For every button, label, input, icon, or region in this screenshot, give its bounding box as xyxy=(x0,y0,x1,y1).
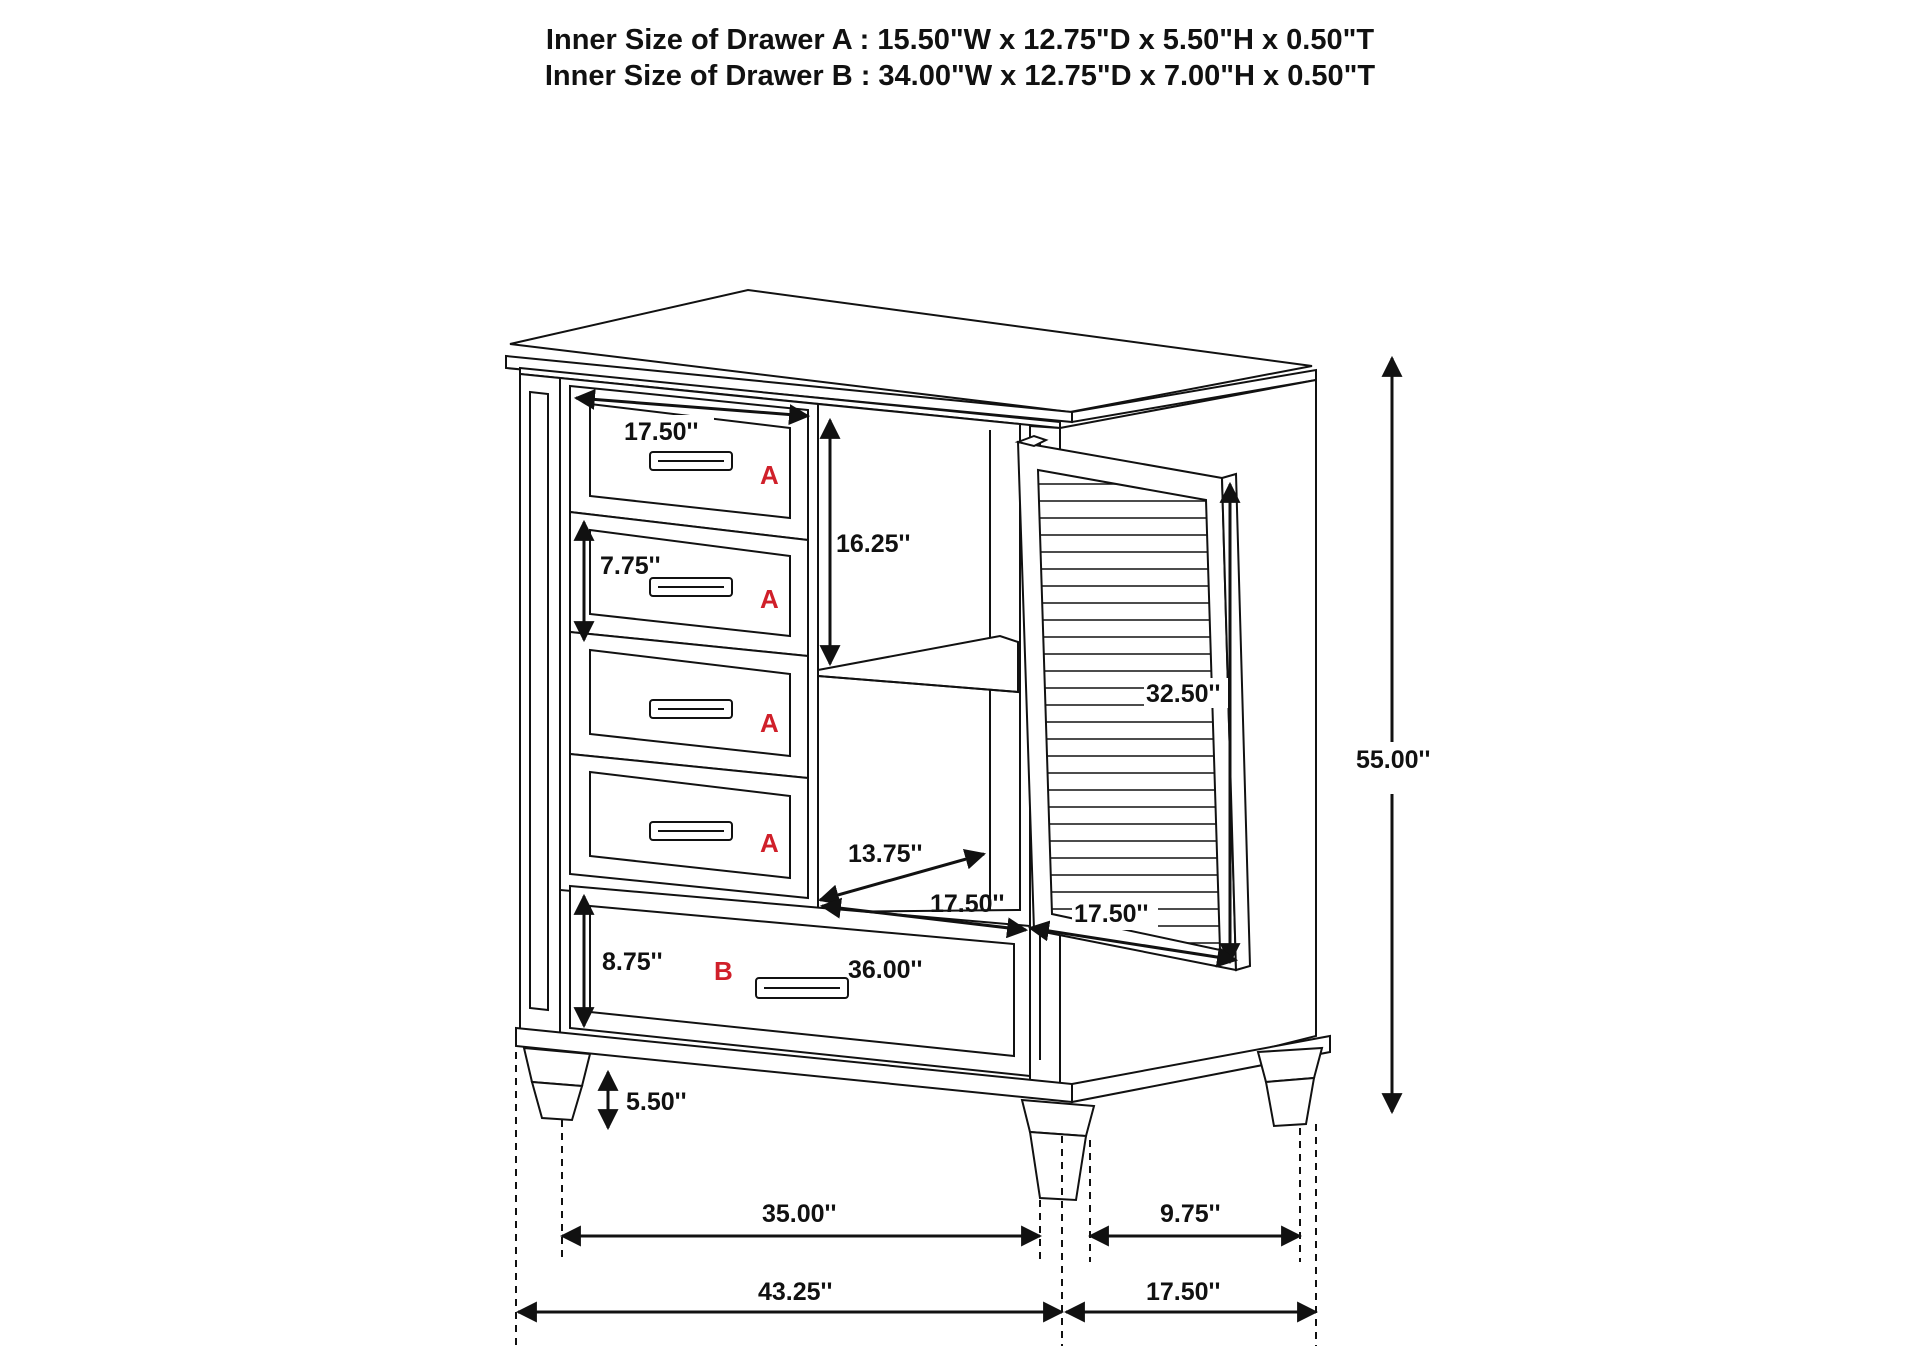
drawer-a-inner-size: Inner Size of Drawer A : 15.50"W x 12.75… xyxy=(545,24,1375,56)
drawer-a-2-label: A xyxy=(760,584,779,614)
drawer-width-label: 17.50'' xyxy=(624,418,698,446)
drawer-b-label: B xyxy=(714,956,733,986)
inner-width-label: 35.00'' xyxy=(762,1200,836,1228)
drawer-size-header: Inner Size of Drawer A : 15.50"W x 12.75… xyxy=(0,22,1920,94)
dimension-text: 17.50'' 16.25'' 7.75'' 32.50'' 55.00'' 1… xyxy=(600,415,1430,1306)
overall-width-label: 43.25'' xyxy=(758,1278,832,1306)
inner-depth-label: 9.75'' xyxy=(1160,1200,1221,1228)
extension-lines xyxy=(515,1052,1317,1346)
leg-height-label: 5.50'' xyxy=(626,1088,687,1116)
door-width-label: 17.50'' xyxy=(1074,900,1148,928)
drawer-a-3-label: A xyxy=(760,708,779,738)
dimension-lines xyxy=(515,355,1403,1323)
drawer-a-height-label: 7.75'' xyxy=(600,552,661,580)
overall-depth-label: 17.50'' xyxy=(1146,1278,1220,1306)
drawer-b-width-label: 36.00'' xyxy=(848,956,922,984)
cabinet-top xyxy=(505,288,1317,430)
drawer-b-inner-size: Inner Size of Drawer B : 34.00"W x 12.75… xyxy=(544,60,1376,92)
overall-height-label: 55.00'' xyxy=(1356,746,1430,774)
shelf-width-label: 17.50'' xyxy=(930,890,1004,918)
shelf-depth-label: 13.75'' xyxy=(848,840,922,868)
louvered-door xyxy=(1014,434,1252,972)
drawer-letters: A A A A B xyxy=(714,460,779,986)
drawer-b-height-label: 8.75'' xyxy=(602,948,663,976)
door-height-label: 32.50'' xyxy=(1146,680,1220,708)
drawer-a-4-label: A xyxy=(760,828,779,858)
drawer-a-1-label: A xyxy=(760,460,779,490)
drawer-a-4 xyxy=(569,752,809,900)
shelf-height-label: 16.25'' xyxy=(836,530,910,558)
drawer-a-3 xyxy=(569,630,809,780)
cabinet-base xyxy=(515,1026,1331,1202)
